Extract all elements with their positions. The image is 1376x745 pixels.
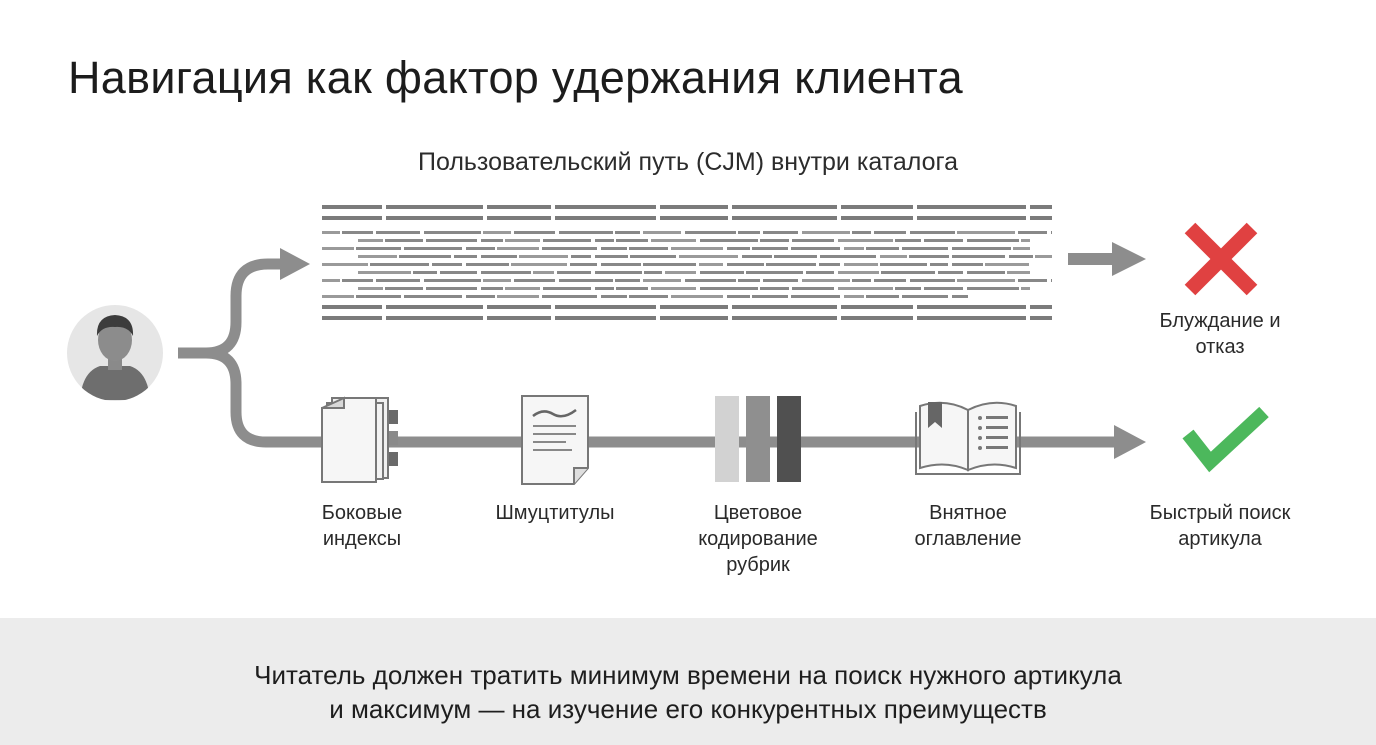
dense-catalog-text-block: [322, 205, 1052, 320]
footer-text: Читатель должен тратить минимум времени …: [0, 658, 1376, 726]
user-avatar-icon: [67, 305, 163, 401]
footer-line-2: и максимум — на изучение его конкурентны…: [329, 694, 1047, 724]
diagram-subtitle: Пользовательский путь (CJM) внутри катал…: [418, 148, 958, 176]
footer-line-1: Читатель должен тратить минимум времени …: [254, 660, 1122, 690]
open-book-contents-icon: [915, 401, 1021, 475]
branch-connector: [178, 258, 1118, 448]
page-title: Навигация как фактор удержания клиента: [68, 52, 963, 103]
lower-arrow-head: [1114, 425, 1146, 459]
outcome-label-fast-search: Быстрый поиск артикула: [1149, 502, 1291, 550]
green-checkmark-icon: [1182, 406, 1269, 473]
step-label-side-indexes: Боковые индексы: [321, 502, 403, 550]
outcome-label-wandering: Блуждание и отказ: [1159, 310, 1281, 358]
step-label-half-titles: Шмуцтитулы: [495, 502, 615, 524]
half-title-page-icon: [521, 395, 589, 485]
footer-panel: [0, 618, 1376, 745]
upper-outcome-arrow: [1068, 242, 1146, 276]
step-label-clear-toc: Внятное оглавление: [914, 502, 1022, 550]
side-index-pages-icon: [321, 396, 398, 483]
cjm-diagram: [67, 205, 1269, 485]
red-cross-icon: [1184, 222, 1258, 296]
upper-arrow-head: [280, 248, 310, 280]
step-label-color-coding: Цветовое кодирование рубрик: [698, 502, 818, 576]
color-coding-bars-icon: [715, 396, 801, 482]
